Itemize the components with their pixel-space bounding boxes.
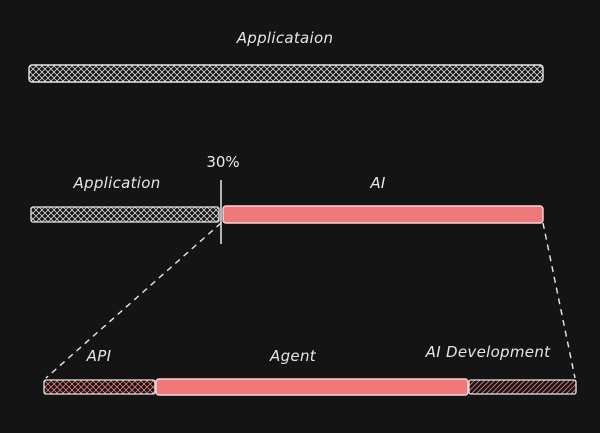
agent-segment [155, 378, 469, 396]
top-bar-label: Applicataion [236, 29, 334, 47]
agent-segment-label: Agent [269, 347, 317, 365]
application-segment-label: Application [72, 174, 160, 192]
api-segment [43, 379, 156, 395]
ai-development-segment [468, 379, 577, 395]
top-bar [28, 64, 544, 83]
ai-development-segment-label: AI Development [425, 343, 551, 361]
zoom-line-right [542, 222, 576, 379]
ai-segment-label: AI [369, 174, 386, 192]
zoom-line-left [45, 222, 222, 379]
ai-segment [222, 205, 544, 224]
api-segment-label: API [86, 347, 112, 365]
percent-marker-label: 30% [206, 153, 239, 171]
application-segment [30, 206, 220, 223]
